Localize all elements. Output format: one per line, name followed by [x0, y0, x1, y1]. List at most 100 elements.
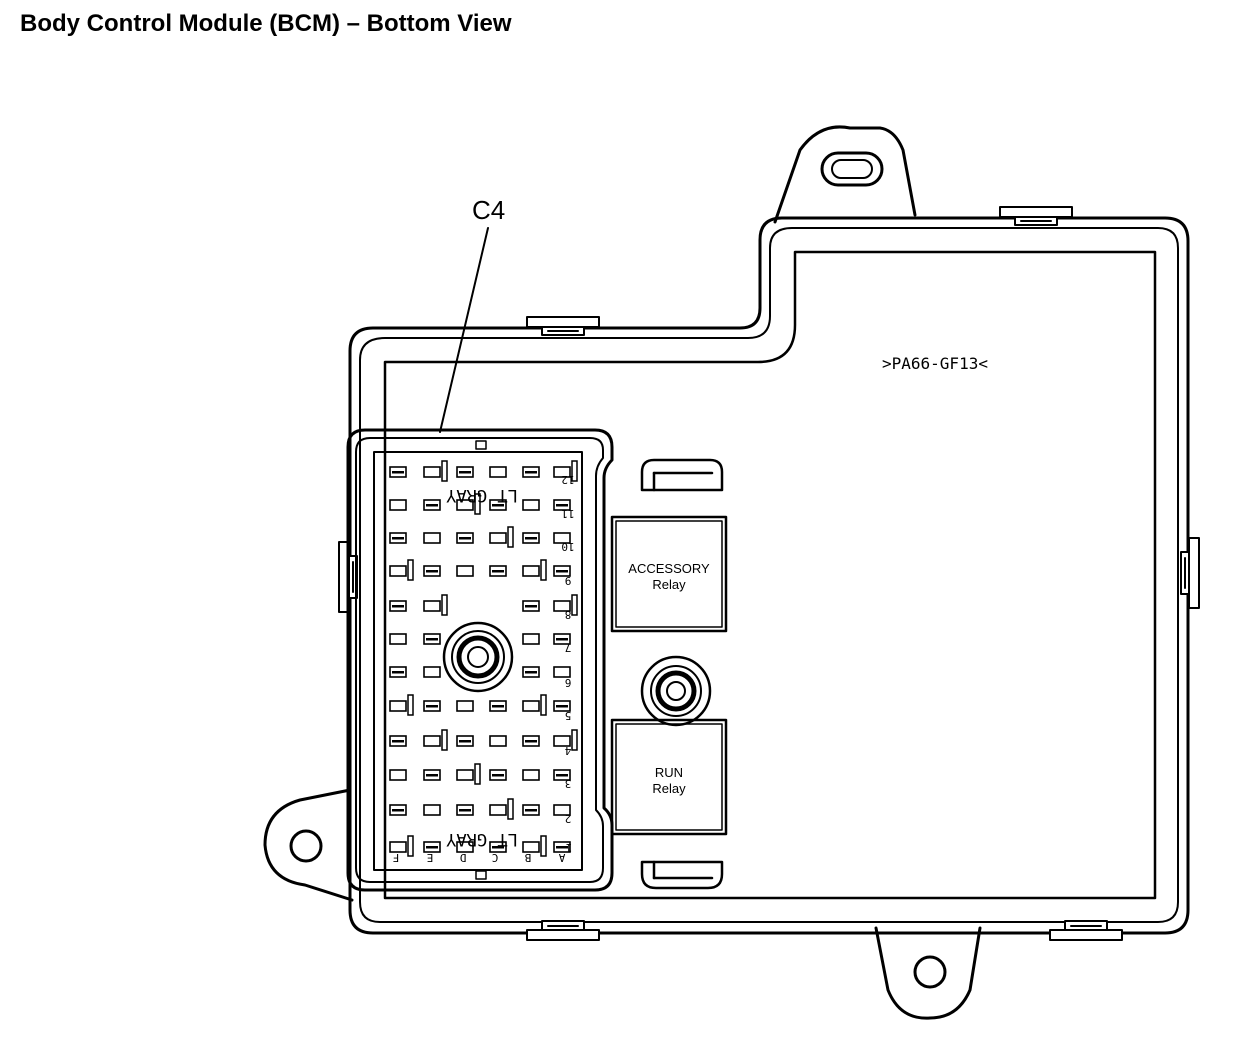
- terminal-cavity: [553, 633, 571, 645]
- terminal-cavity: [489, 466, 507, 478]
- terminal-cavity: [456, 841, 474, 853]
- column-letter-d: D: [460, 851, 467, 864]
- row-number-4: 4: [564, 744, 571, 757]
- top-left-latch: [526, 316, 600, 336]
- connector-color-label-top: LT GRAY: [446, 485, 518, 505]
- column-letter-c: C: [492, 851, 499, 864]
- terminal-cavity: [456, 532, 474, 544]
- c4-terminal-cavities: [389, 460, 578, 857]
- top-mounting-ear: [773, 125, 917, 224]
- row-number-10: 10: [561, 540, 574, 553]
- terminal-cavity: [423, 700, 441, 712]
- terminal-cavity: [423, 532, 441, 544]
- terminal-cavity: [522, 633, 540, 645]
- terminal-cavity: [489, 769, 507, 781]
- terminal-cavity: [489, 735, 507, 747]
- terminal-cavity: [522, 499, 540, 511]
- right-side-latch: [1180, 537, 1200, 609]
- terminal-cavity: [456, 763, 481, 785]
- material-marking: >PA66-GF13<: [882, 354, 988, 373]
- row-number-7: 7: [565, 641, 572, 654]
- terminal-cavity: [553, 460, 578, 482]
- housing-inner-wall: [383, 250, 1157, 900]
- c4-center-bolt: [442, 621, 514, 693]
- terminal-cavity: [522, 769, 540, 781]
- terminal-cavity: [489, 526, 514, 548]
- terminal-cavity: [522, 466, 540, 478]
- terminal-cavity: [456, 735, 474, 747]
- terminal-cavity: [456, 493, 481, 515]
- terminal-cavity: [522, 559, 547, 581]
- top-right-latch: [999, 206, 1073, 226]
- terminal-cavity: [522, 600, 540, 612]
- row-number-6: 6: [565, 676, 572, 689]
- upper-relay-tab: [640, 458, 724, 492]
- terminal-cavity: [389, 694, 414, 716]
- top-mounting-hole: [820, 151, 884, 187]
- row-number-1: 1: [566, 841, 573, 854]
- row-number-5: 5: [565, 709, 572, 722]
- terminal-cavity: [489, 565, 507, 577]
- row-number-2: 2: [565, 812, 572, 825]
- terminal-cavity: [389, 532, 407, 544]
- terminal-cavity: [389, 666, 407, 678]
- row-number-8: 8: [565, 608, 572, 621]
- terminal-cavity: [389, 633, 407, 645]
- terminal-cavity: [423, 565, 441, 577]
- terminal-cavity: [456, 565, 474, 577]
- terminal-cavity: [423, 804, 441, 816]
- terminal-cavity: [423, 594, 448, 616]
- terminal-cavity: [553, 841, 571, 853]
- terminal-cavity: [522, 804, 540, 816]
- terminal-cavity: [423, 460, 448, 482]
- row-number-12: 12: [561, 473, 574, 486]
- terminal-cavity: [389, 499, 407, 511]
- c4-callout-label: C4: [472, 195, 505, 225]
- terminal-cavity: [389, 600, 407, 612]
- terminal-cavity: [553, 700, 571, 712]
- terminal-cavity: [423, 769, 441, 781]
- terminal-cavity: [553, 769, 571, 781]
- terminal-cavity: [389, 466, 407, 478]
- connector-color-label-bottom: LT GRAY: [446, 829, 518, 849]
- terminal-cavity: [553, 532, 571, 544]
- accessory-relay-label-line1: ACCESSORY: [628, 561, 710, 576]
- terminal-cavity: [389, 804, 407, 816]
- terminal-cavity: [522, 835, 547, 857]
- terminal-cavity: [553, 666, 571, 678]
- terminal-cavity: [553, 565, 571, 577]
- terminal-cavity: [489, 700, 507, 712]
- terminal-cavity: [553, 804, 571, 816]
- terminal-cavity: [423, 729, 448, 751]
- bottom-mounting-hole: [913, 955, 947, 989]
- bottom-right-latch: [1049, 920, 1123, 941]
- run-relay-label-line2: Relay: [652, 781, 686, 796]
- c4-cavity-field: [373, 451, 583, 871]
- accessory-relay-label-line2: Relay: [652, 577, 686, 592]
- lower-relay-tab: [640, 860, 724, 890]
- accessory-relay: [610, 515, 728, 633]
- terminal-cavity: [423, 841, 441, 853]
- row-number-3: 3: [565, 777, 572, 790]
- housing-stud: [640, 655, 712, 727]
- terminal-cavity: [389, 559, 414, 581]
- terminal-cavity: [423, 666, 441, 678]
- terminal-cavity: [389, 835, 414, 857]
- terminal-cavity: [522, 735, 540, 747]
- terminal-cavity: [389, 735, 407, 747]
- c4-leader-line: [439, 227, 489, 433]
- terminal-cavity: [553, 594, 578, 616]
- column-letter-f: F: [393, 851, 400, 864]
- terminal-cavity: [489, 841, 507, 853]
- column-letter-a: A: [558, 851, 565, 864]
- terminal-cavity: [389, 769, 407, 781]
- terminal-cavity: [456, 466, 474, 478]
- bottom-mounting-ear: [874, 926, 982, 1020]
- terminal-cavity: [522, 666, 540, 678]
- row-number-9: 9: [565, 574, 572, 587]
- terminal-cavity: [489, 798, 514, 820]
- terminal-cavity: [553, 499, 571, 511]
